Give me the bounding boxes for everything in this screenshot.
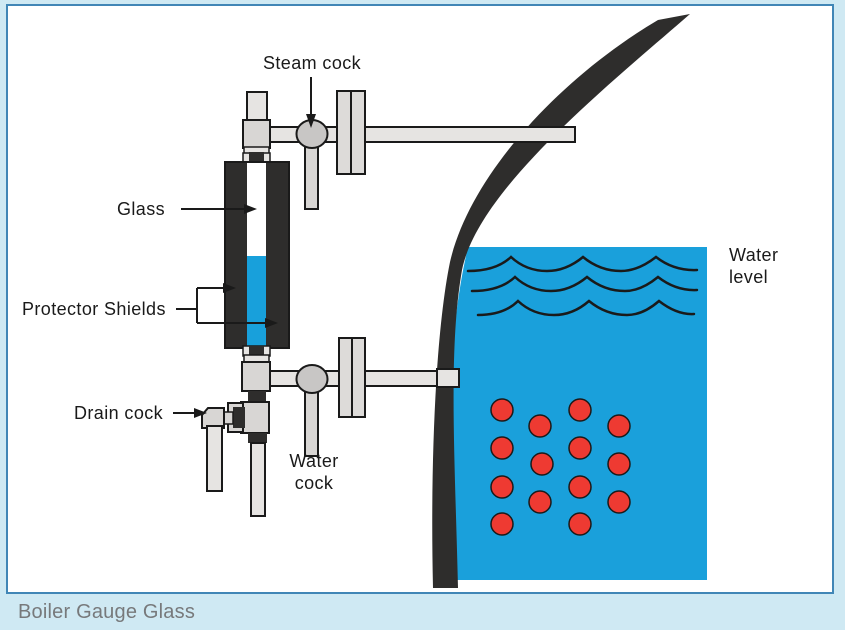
annotation-arrows [173, 77, 316, 418]
gauge-top-fitting [242, 119, 271, 149]
water-pipe-flange [338, 337, 366, 418]
flange-plate [336, 90, 352, 175]
valve-handle [304, 389, 319, 457]
drain-body [240, 401, 270, 434]
steam-bubble [607, 452, 631, 476]
label-protector-shields: Protector Shields [22, 299, 166, 319]
steam-bubble [530, 452, 554, 476]
valve-ball [295, 364, 329, 394]
shields-arrowhead [223, 283, 236, 293]
steam-bubble [568, 512, 592, 536]
wave-line [476, 299, 696, 317]
gauge-bottom-fitting [241, 361, 271, 392]
drain-cock-valve [201, 402, 245, 492]
gland-nut-dark [249, 346, 264, 357]
shields-arrowhead [265, 318, 278, 328]
gauge-drain-downpipe [250, 442, 266, 517]
spacer-dark [248, 391, 266, 402]
drain-cock-arrowhead [194, 408, 207, 418]
spacer-dark [248, 433, 267, 443]
steam-bubble [490, 512, 514, 536]
steam-bubble [490, 475, 514, 499]
label-water-level: Water level [729, 245, 779, 287]
figure-caption: Boiler Gauge Glass [18, 601, 196, 623]
gauge-glass-water-column [247, 256, 266, 347]
steam-bubble [568, 475, 592, 499]
steam-bubble [607, 490, 631, 514]
gauge-top-pipe [246, 91, 268, 123]
gland-nut-dark [249, 152, 264, 163]
drain-side-nut-dark [233, 407, 245, 428]
water-surface-waves [466, 255, 699, 317]
drain-pipe [206, 425, 223, 492]
flange-plate [350, 90, 366, 175]
steam-pipe-flange [336, 90, 366, 175]
steam-cock-arrowhead [306, 114, 316, 128]
wave-line [470, 275, 699, 293]
steam-bubble [607, 414, 631, 438]
label-steam-cock: Steam cock [263, 53, 362, 73]
steam-bubble [490, 436, 514, 460]
steam-bubble [568, 436, 592, 460]
flange-plate [338, 337, 353, 418]
wave-line [466, 255, 699, 273]
label-water-cock: Water cock [289, 451, 339, 493]
steam-cock-valve [295, 119, 329, 210]
steam-bubble [490, 398, 514, 422]
steam-bubble [528, 490, 552, 514]
steam-bubbles [490, 398, 631, 536]
steam-bubble [528, 414, 552, 438]
label-glass: Glass [117, 199, 166, 219]
water-cock-valve [295, 364, 329, 457]
steam-bubble [568, 398, 592, 422]
valve-handle [304, 145, 319, 210]
glass-arrowhead [244, 204, 257, 214]
flange-plate [351, 337, 366, 418]
water-pipe-stub [436, 368, 460, 388]
label-drain-cock: Drain cock [74, 403, 164, 423]
